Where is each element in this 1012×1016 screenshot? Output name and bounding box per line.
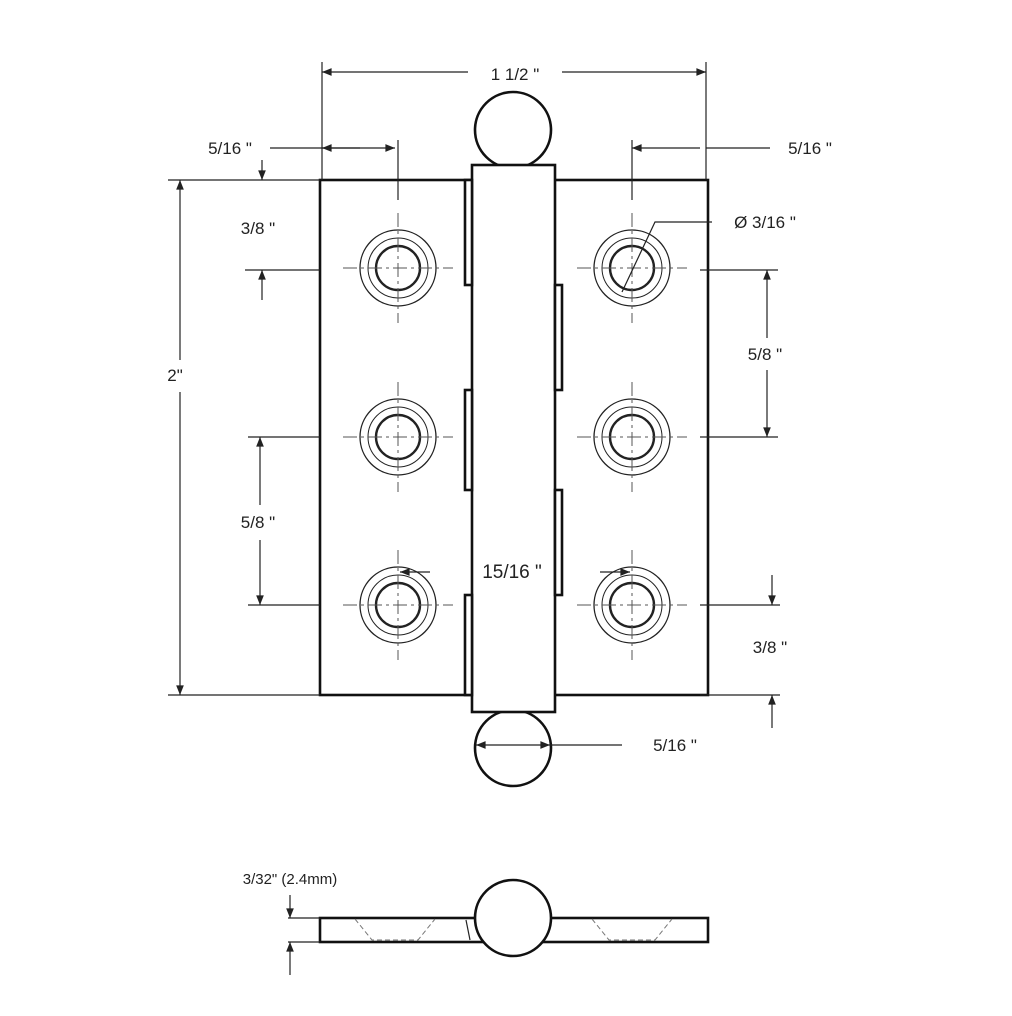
screw-hole (343, 550, 453, 660)
label-thickness: 3/32" (2.4mm) (243, 871, 338, 888)
dimension-labels: 1 1/2 " 5/16 " 5/16 " 2" 3/8 " Ø 3/16 " … (167, 65, 832, 888)
hinge-side-view (286, 878, 710, 975)
screw-hole (343, 213, 453, 323)
label-hole-spacing-left: 5/8 " (241, 513, 275, 532)
dimension-lines (168, 62, 780, 749)
hinge-knuckle (470, 163, 557, 714)
knuckle-tabs (463, 178, 564, 697)
screw-holes (343, 213, 687, 660)
bottom-finial-ball (473, 708, 553, 788)
label-height: 2" (167, 366, 183, 385)
screw-hole (577, 382, 687, 492)
hinge-front-view (318, 90, 710, 788)
label-knuckle-diameter: 5/16 " (653, 736, 697, 755)
label-left-edge-hole: 5/16 " (208, 139, 252, 158)
label-overall-width: 1 1/2 " (491, 65, 540, 84)
screw-hole (343, 382, 453, 492)
screw-hole (577, 213, 687, 323)
label-hole-diameter: Ø 3/16 " (734, 213, 796, 232)
label-hole-spacing-right: 5/8 " (748, 345, 782, 364)
label-bottom-to-hole: 3/8 " (753, 638, 787, 657)
label-hole-across: 15/16 " (482, 562, 542, 583)
label-top-to-hole: 3/8 " (241, 219, 275, 238)
screw-hole (577, 550, 687, 660)
top-finial-ball (473, 90, 553, 170)
label-right-edge-hole: 5/16 " (788, 139, 832, 158)
